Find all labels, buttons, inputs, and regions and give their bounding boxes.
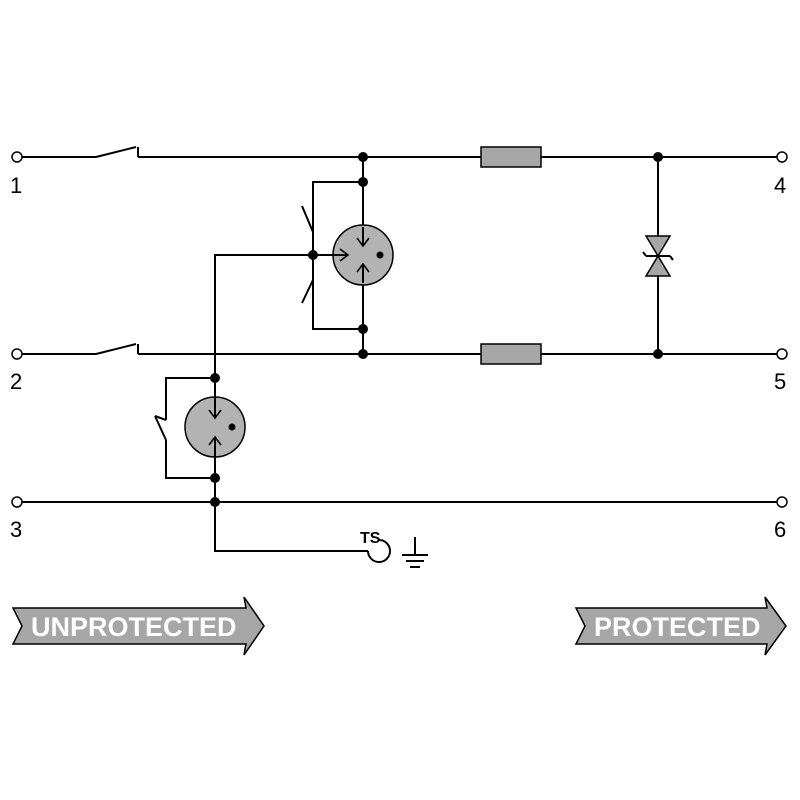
terminal-2 — [11, 348, 23, 360]
junction-nodes — [210, 152, 663, 507]
resistor-line-2 — [480, 343, 542, 365]
thermal-switch-upper — [301, 181, 363, 330]
control-wire — [214, 254, 313, 354]
terminal-label-5: 5 — [774, 369, 786, 394]
switch-line-1 — [95, 146, 137, 158]
terminal-label-3: 3 — [10, 517, 22, 542]
protected-label: PROTECTED — [594, 612, 761, 642]
line-1-to-4 — [22, 146, 777, 158]
terminal-label-6: 6 — [774, 517, 786, 542]
protected-arrow: PROTECTED — [574, 596, 787, 656]
ts-label: TS — [360, 530, 381, 547]
terminals — [11, 151, 788, 508]
unprotected-arrow: UNPROTECTED — [11, 596, 265, 656]
tvs-diode — [642, 157, 674, 354]
line-2-to-5 — [22, 343, 777, 355]
terminal-label-4: 4 — [774, 173, 786, 198]
remote-signal-contact — [214, 502, 391, 563]
resistor-line-1 — [480, 146, 542, 168]
terminal-6 — [776, 496, 788, 508]
terminal-3 — [11, 496, 23, 508]
terminal-label-2: 2 — [10, 369, 22, 394]
thermal-switch-lower — [154, 377, 215, 479]
switch-line-2 — [95, 343, 137, 355]
terminal-5 — [776, 348, 788, 360]
terminal-1 — [11, 151, 23, 163]
ground-icon — [402, 537, 428, 568]
gas-discharge-tube-upper — [313, 157, 394, 354]
terminal-label-1: 1 — [10, 173, 22, 198]
unprotected-label: UNPROTECTED — [31, 612, 237, 642]
terminal-4 — [776, 151, 788, 163]
